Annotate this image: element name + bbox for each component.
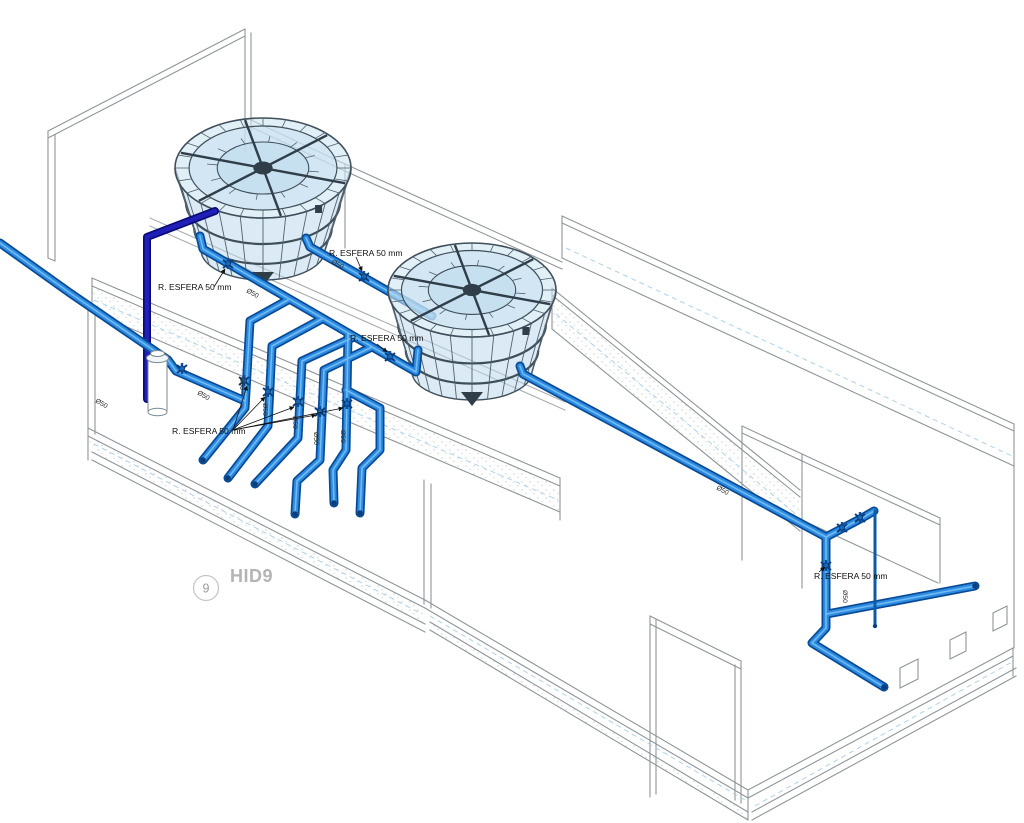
pipe-diameter-label: Ø50: [339, 430, 346, 443]
water-tank-1: [174, 117, 352, 286]
water-tank-2: [387, 242, 557, 406]
tag-number: 9: [203, 582, 210, 596]
pipe-diameter-label: Ø50: [238, 377, 245, 390]
filter-cylinder: [146, 350, 169, 417]
pipe-diameter-label: Ø50: [312, 432, 319, 445]
tag-label: HID9: [230, 566, 273, 586]
pipe-diameter-label: Ø50: [841, 590, 848, 603]
valve-annotations: R. ESFERA 50 mm R. ESFERA 50 mm R. ESFER…: [158, 248, 888, 581]
pipe-diameter-label: Ø50: [245, 288, 260, 300]
pipe-diameter-label: Ø50: [196, 390, 211, 403]
pipe-diameter-label: Ø50: [261, 403, 268, 416]
leader-arrows: [213, 256, 826, 573]
valve-label: R. ESFERA 50 mm: [329, 248, 403, 258]
pipe-network: [0, 207, 975, 687]
pipe-end-caps: [200, 457, 978, 690]
pipe-diameter-label: Ø50: [291, 416, 298, 429]
valve-label: R. ESFERA 50 mm: [158, 282, 232, 292]
valve-label: R. ESFERA 50 mm: [814, 571, 888, 581]
reference-tag: 9 HID9: [192, 566, 273, 602]
valve-label: R. ESFERA 50 mm: [350, 333, 424, 343]
pipe-diameter-label: Ø50: [94, 398, 109, 411]
building-structure: [47, 28, 1017, 821]
valve-label: R. ESFERA 50 mm: [172, 426, 246, 436]
